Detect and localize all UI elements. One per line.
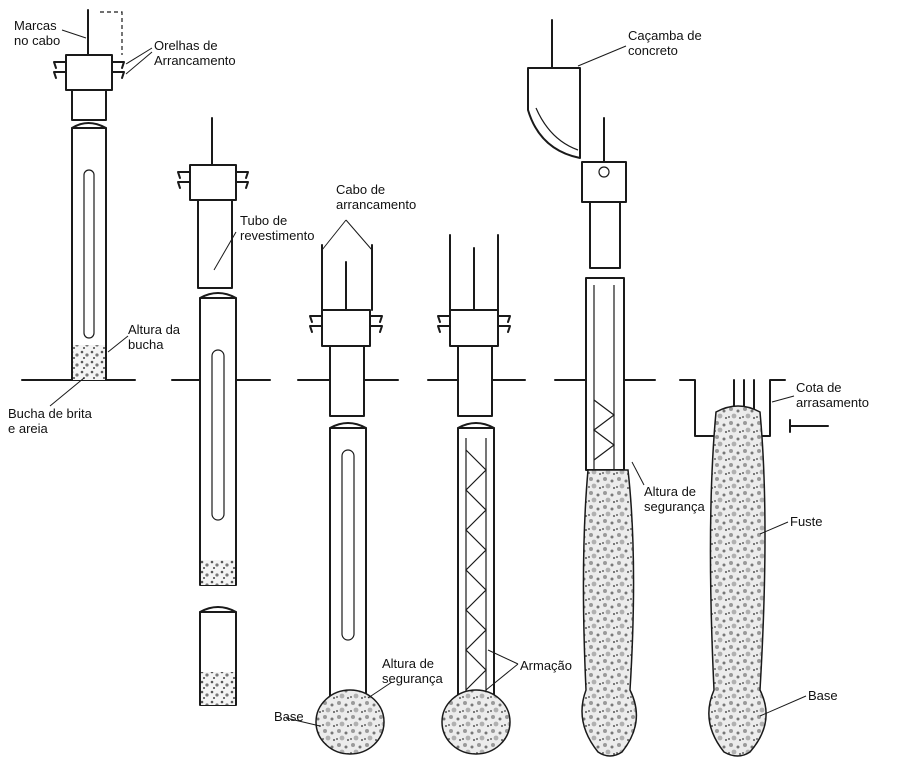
label-fuste: Fuste (790, 514, 823, 529)
label-cota-de-arrasamento: Cota de arrasamento (796, 380, 869, 410)
label-cabo-de-arrancamento: Cabo de arrancamento (336, 182, 417, 212)
stage-5-concreting (527, 19, 638, 757)
stage-3-base-expansion (309, 244, 385, 755)
stage-1-tube-with-plug (53, 9, 125, 381)
label-altura-de-seguranca-stage3: Altura de segurança (382, 656, 443, 686)
stage-2-tube-driving (177, 117, 249, 706)
label-base-stage6: Base (808, 688, 838, 703)
label-cacamba-de-concreto: Caçamba de concreto (628, 28, 702, 58)
label-bucha-de-brita: Bucha de brita e areia (8, 406, 92, 436)
label-tubo-de-revestimento: Tubo de revestimento (240, 213, 315, 243)
stage-4-reinforcement (437, 234, 511, 755)
leader-lines (49, 29, 807, 727)
label-marcas-no-cabo: Marcas no cabo (14, 18, 61, 48)
label-armacao: Armação (520, 658, 573, 673)
stage-6-finished-pile (679, 379, 829, 757)
label-base-stage3: Base (274, 709, 304, 724)
label-altura-de-seguranca-stage5: Altura de segurança (644, 484, 705, 514)
label-altura-da-bucha: Altura da bucha (128, 322, 181, 352)
label-orelhas-de-arrancamento: Orelhas de Arrancamento (154, 38, 236, 68)
